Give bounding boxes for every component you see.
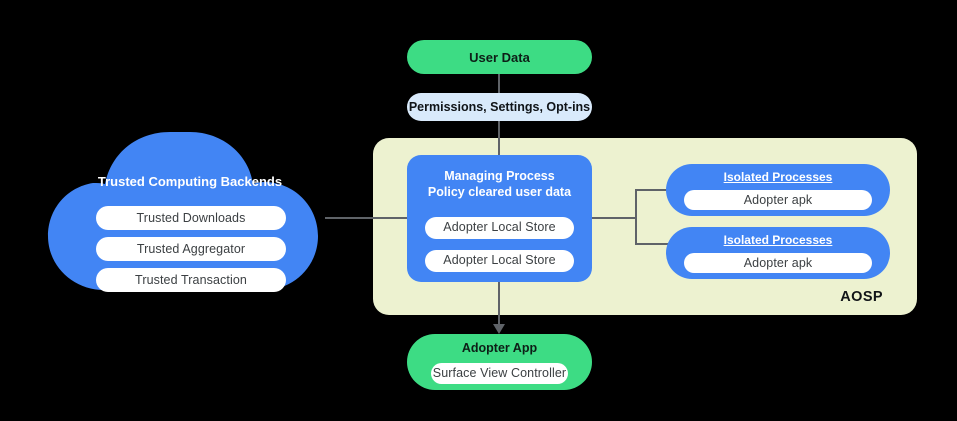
connector-managing-process-to-adopter-app	[498, 282, 500, 325]
isolated-processes-node-2[interactable]: Isolated Processes Adopter apk	[666, 227, 890, 279]
connector-cloud-to-managing-process	[325, 217, 408, 219]
isolated-processes-title-2: Isolated Processes	[723, 233, 833, 247]
managing-process-node[interactable]: Managing Process Policy cleared user dat…	[407, 155, 592, 282]
connector-branch-to-isolated-1	[635, 189, 673, 191]
permissions-label: Permissions, Settings, Opt-ins	[408, 100, 591, 114]
adopter-local-store-1[interactable]: Adopter Local Store	[425, 216, 574, 239]
adopter-app-title: Adopter App	[461, 341, 538, 355]
adopter-app-node[interactable]: Adopter App Surface View Controller	[407, 334, 592, 390]
adopter-apk-1[interactable]: Adopter apk	[684, 190, 872, 210]
surface-view-controller-pill[interactable]: Surface View Controller	[431, 362, 568, 384]
trusted-transaction-pill[interactable]: Trusted Transaction	[96, 268, 286, 292]
adopter-apk-2[interactable]: Adopter apk	[684, 253, 872, 273]
connector-permissions-to-managing-process	[498, 121, 500, 155]
user-data-node[interactable]: User Data	[407, 40, 592, 74]
managing-process-title-line2: Policy cleared user data	[427, 185, 572, 200]
cloud-title: Trusted Computing Backends	[97, 174, 283, 189]
managing-process-title: Managing Process Policy cleared user dat…	[421, 168, 578, 201]
connector-branch-to-isolated-2	[635, 243, 673, 245]
connector-managing-process-branch-stem	[592, 217, 636, 219]
connector-userdata-to-permissions	[498, 74, 500, 93]
connector-branch-bus	[635, 189, 637, 245]
permissions-settings-optins-node[interactable]: Permissions, Settings, Opt-ins	[407, 93, 592, 121]
user-data-label: User Data	[469, 49, 530, 65]
trusted-downloads-pill[interactable]: Trusted Downloads	[96, 206, 286, 230]
managing-process-title-line1: Managing Process	[444, 169, 555, 183]
arrowhead-to-adopter-app	[493, 324, 505, 334]
isolated-processes-title-1: Isolated Processes	[723, 170, 833, 184]
adopter-local-store-2[interactable]: Adopter Local Store	[425, 249, 574, 272]
aosp-label: AOSP	[840, 289, 883, 305]
cloud-content: Trusted Computing Backends Trusted Downl…	[40, 128, 340, 310]
trusted-aggregator-pill[interactable]: Trusted Aggregator	[96, 237, 286, 261]
trusted-computing-backends-cloud[interactable]: Trusted Computing Backends Trusted Downl…	[40, 128, 340, 310]
isolated-processes-node-1[interactable]: Isolated Processes Adopter apk	[666, 164, 890, 216]
